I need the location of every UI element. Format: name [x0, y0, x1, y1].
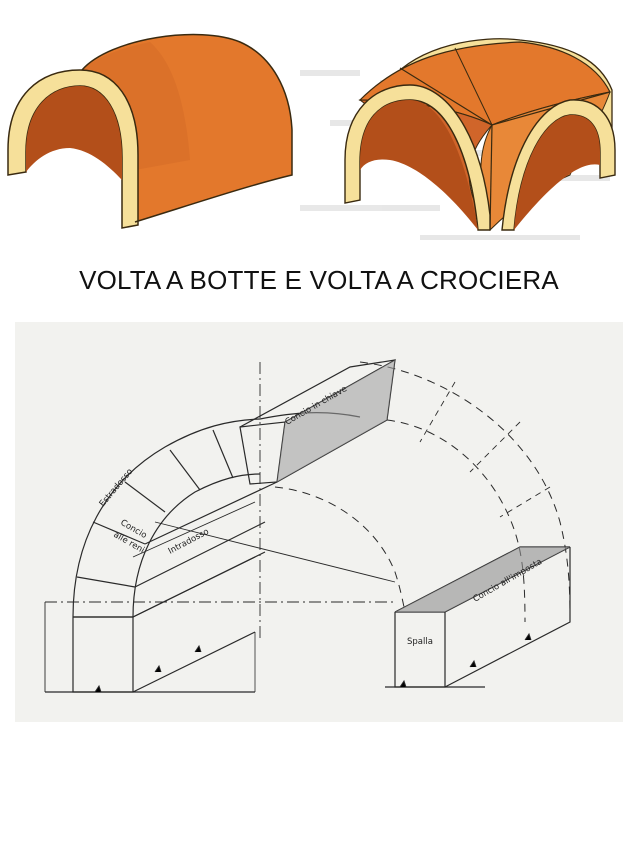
caption: VOLTA A BOTTE E VOLTA A CROCIERA — [79, 265, 559, 295]
keystone-shaded-face — [277, 360, 395, 482]
ground-ticks — [94, 632, 532, 693]
cross-vault-illustration — [344, 38, 616, 231]
barrel-vault-illustration — [7, 33, 293, 229]
vault-illustrations — [7, 33, 616, 240]
arch-technical-drawing: Concio in chiave Estradosso Concio alle … — [15, 322, 623, 722]
drawing-paper — [15, 322, 623, 722]
label-spalla: Spalla — [407, 637, 433, 647]
impost-shaded-face — [395, 547, 570, 612]
